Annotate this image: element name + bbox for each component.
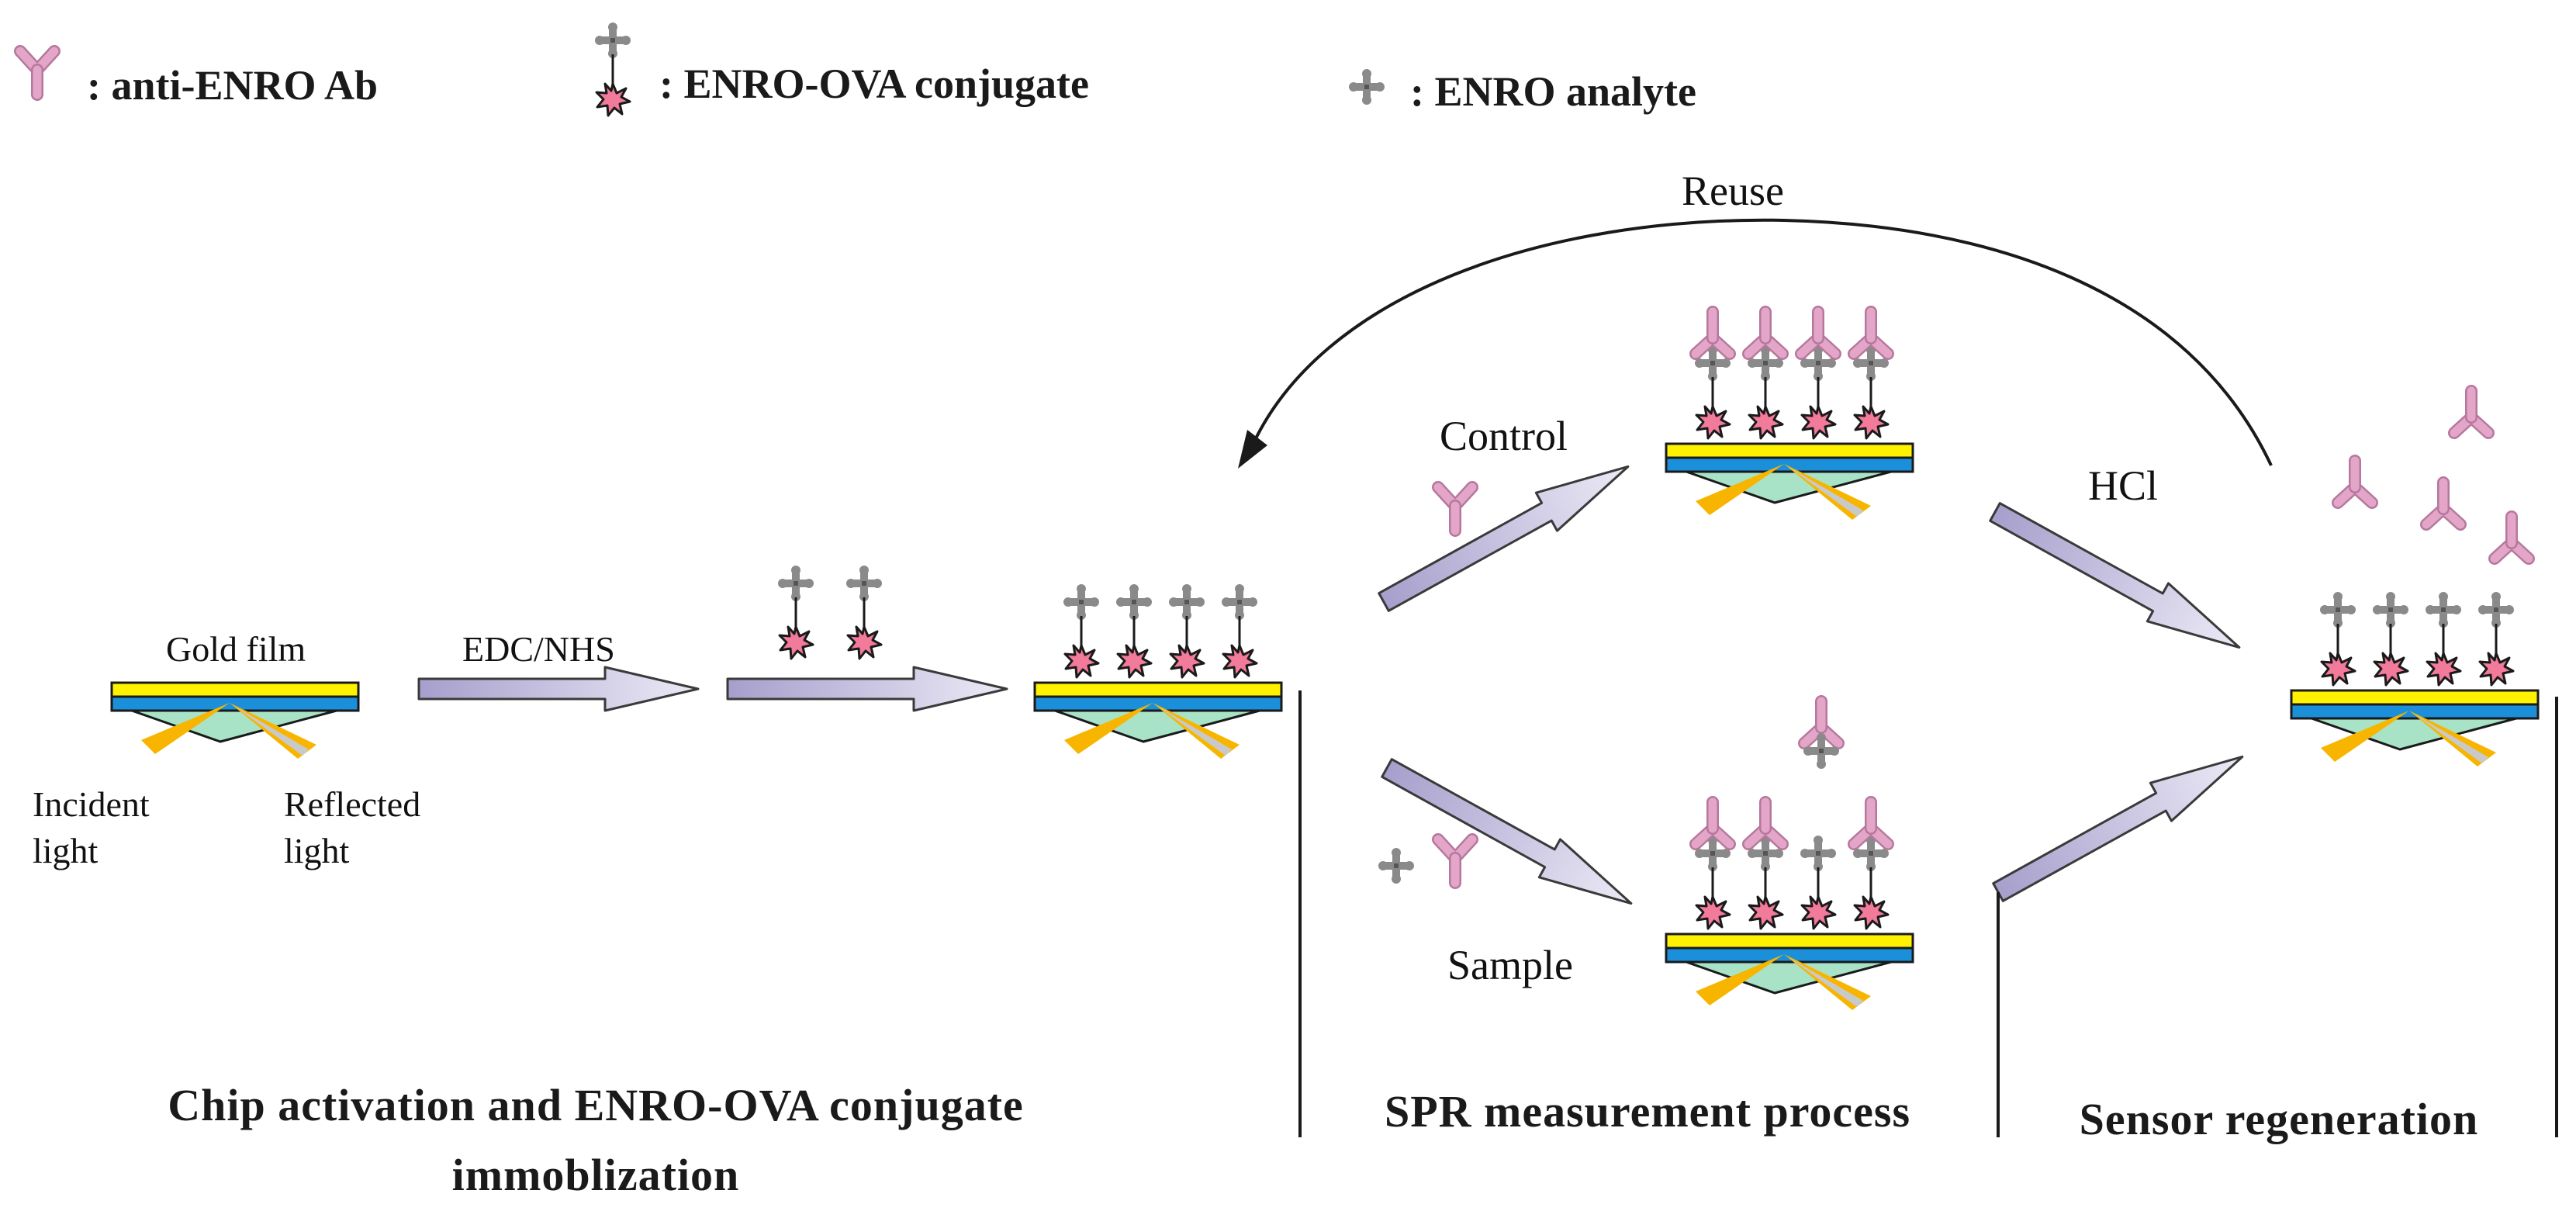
reuse-arrowhead — [1238, 430, 1267, 469]
legend-analyte: : ENRO analyte — [1349, 68, 1696, 115]
section-chip-activation-line1: Chip activation and ENRO-OVA conjugate — [168, 1080, 1024, 1130]
section-sensor-regeneration: Sensor regeneration — [2080, 1094, 2479, 1144]
conjugate-icon — [595, 22, 631, 116]
legend-antibody-label: : anti-ENRO Ab — [87, 62, 378, 109]
arrow-control-to-regen — [1983, 492, 2251, 668]
sample-label: Sample — [1447, 942, 1573, 988]
gold-film-label: Gold film — [166, 629, 306, 669]
analyte-icon — [1349, 69, 1385, 105]
arrow-sample-to-regen — [1986, 736, 2254, 912]
released-antibodies — [2338, 391, 2529, 559]
sensor-chip-bare — [110, 681, 360, 760]
antibody-icon — [20, 51, 54, 95]
section-chip-activation-line2: immoblization — [452, 1150, 740, 1200]
legend-antibody: : anti-ENRO Ab — [20, 51, 378, 109]
reuse-label: Reuse — [1682, 168, 1784, 214]
legend-conjugate-label: : ENRO-OVA conjugate — [659, 61, 1089, 107]
sensor-chip-immobilized — [1033, 681, 1283, 760]
incident-light-label-2: light — [33, 831, 99, 870]
legend-analyte-label: : ENRO analyte — [1410, 68, 1696, 115]
regenerated-conjugates — [2320, 592, 2514, 685]
free-conjugates — [778, 566, 882, 659]
control-bound-complexes — [1695, 312, 1889, 438]
hcl-label: HCl — [2088, 462, 2158, 509]
control-label: Control — [1440, 413, 1568, 459]
arrow-immobilization — [726, 666, 1008, 712]
sensor-chip-control — [1665, 442, 1914, 521]
edc-nhs-label: EDC/NHS — [462, 629, 615, 669]
arrow-to-control — [1371, 446, 1640, 622]
sample-bound-complexes — [1695, 802, 1889, 929]
incident-light-label-1: Incident — [33, 784, 150, 824]
sensor-chip-regenerated — [2290, 689, 2540, 768]
reuse-arc — [1249, 218, 2273, 466]
free-analyte-antibody — [1803, 701, 1839, 769]
control-antibody-icon — [1438, 487, 1472, 531]
reflected-light-label-1: Reflected — [284, 784, 420, 824]
sample-analyte-icon — [1378, 848, 1414, 884]
sensor-chip-sample — [1665, 933, 1914, 1012]
sample-antibody-icon — [1438, 839, 1472, 883]
legend-conjugate: : ENRO-OVA conjugate — [595, 22, 1089, 116]
arrow-to-sample — [1374, 748, 1643, 924]
reflected-light-label-2: light — [284, 831, 350, 870]
arrow-activation — [417, 666, 700, 712]
immobilized-conjugates — [1063, 584, 1257, 677]
section-spr-measurement: SPR measurement process — [1385, 1086, 1910, 1137]
